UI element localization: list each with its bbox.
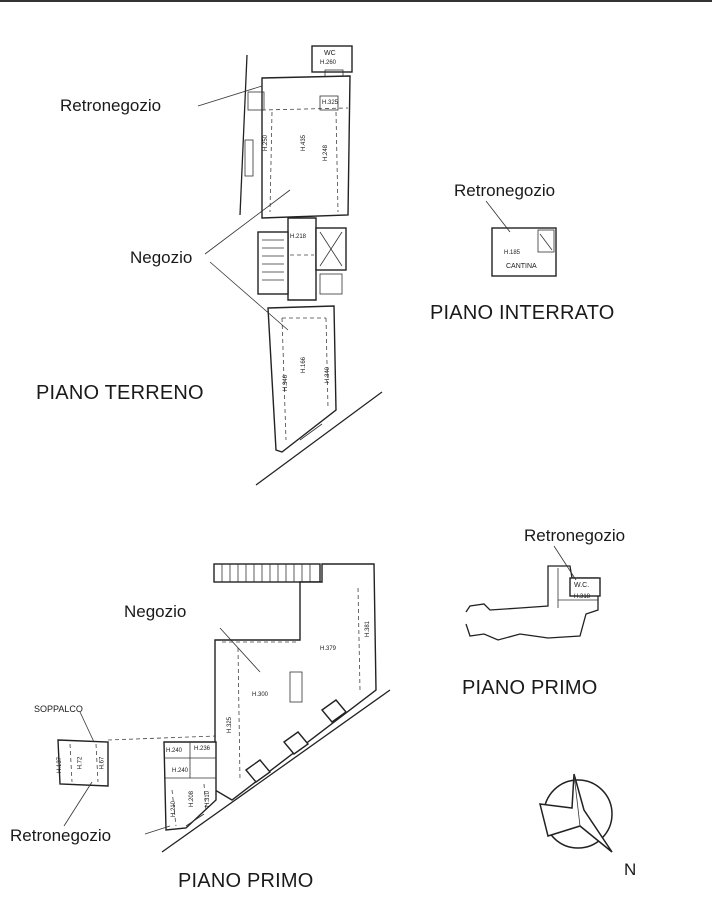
height-label: H.325	[322, 100, 339, 106]
height-label: H.260	[320, 60, 337, 66]
label-retronegozio-primo-left: Retronegozio	[10, 826, 112, 845]
height-label: H.185	[504, 250, 521, 256]
height-label: H.300	[252, 692, 269, 698]
height-label: H.435	[301, 134, 308, 152]
north-label: N	[624, 860, 637, 879]
height-label: H.166	[301, 356, 308, 374]
height-label: H.325	[227, 716, 234, 734]
title-piano-interrato: PIANO INTERRATO	[430, 302, 615, 324]
height-label: H.208	[189, 790, 196, 808]
height-label: H.379	[320, 646, 337, 652]
piano-primo-right-plan	[465, 545, 601, 641]
height-label: H.381	[365, 620, 372, 638]
height-label: H.236	[194, 746, 211, 752]
label-wc: WC	[324, 50, 336, 57]
label-retronegozio-interrato: Retronegozio	[454, 181, 556, 200]
label-negozio-terreno: Negozio	[130, 248, 193, 267]
height-label: H.310	[205, 790, 212, 808]
height-label: H.72	[77, 756, 84, 770]
height-label: H.218	[290, 234, 307, 240]
label-retronegozio-primo-right: Retronegozio	[524, 526, 626, 545]
label-soppalco: SOPPALCO	[34, 704, 83, 714]
label-cantina: CANTINA	[506, 263, 537, 270]
height-label: H.240	[166, 748, 183, 754]
north-arrow-icon	[539, 773, 613, 853]
height-label: H.346	[283, 374, 290, 392]
height-label: H.210	[171, 800, 178, 818]
height-label: H.318	[574, 594, 591, 600]
height-label: H.137	[57, 756, 64, 774]
label-retronegozio-terreno: Retronegozio	[60, 96, 162, 115]
piano-primo-main-plan	[57, 563, 391, 853]
piano-interrato-plan	[485, 200, 557, 277]
label-negozio-primo: Negozio	[124, 602, 187, 621]
height-label: H.240	[172, 768, 189, 774]
label-wc-primo: W.C.	[574, 582, 590, 589]
piano-terreno-plan	[197, 45, 383, 486]
height-label: H.248	[323, 144, 330, 162]
title-piano-primo-right: PIANO PRIMO	[462, 677, 598, 699]
title-piano-terreno: PIANO TERRENO	[36, 382, 204, 404]
height-label: H.340	[325, 366, 332, 384]
height-label: H.250	[263, 134, 270, 152]
height-label: H.67	[99, 756, 106, 770]
title-piano-primo: PIANO PRIMO	[178, 870, 314, 892]
